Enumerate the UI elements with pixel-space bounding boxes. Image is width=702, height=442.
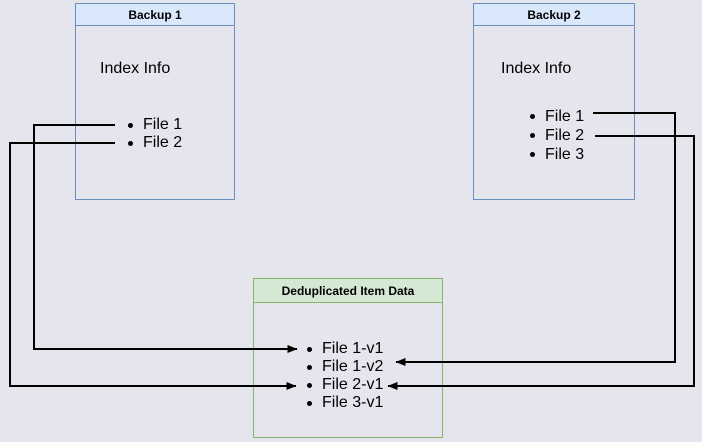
list-item: File 3-v1 [306, 394, 384, 411]
backup2-file-list: File 1 File 2 File 3 [529, 107, 585, 164]
list-item: File 2 [127, 134, 183, 151]
backup2-box: Backup 2 Index Info File 1 File 2 File 3 [473, 3, 635, 200]
backup2-index-info-label: Index Info [501, 60, 572, 77]
list-item: File 2-v1 [306, 376, 384, 393]
backup1-title: Backup 1 [128, 7, 182, 22]
dedup-title-bar: Deduplicated Item Data [254, 279, 442, 303]
backup1-title-bar: Backup 1 [76, 4, 234, 26]
list-item: File 2 [529, 127, 585, 144]
list-item: File 1 [529, 108, 585, 125]
list-item: File 1-v1 [306, 340, 384, 357]
backup2-title-bar: Backup 2 [474, 4, 634, 26]
list-item: File 3 [529, 146, 585, 163]
backup2-title: Backup 2 [527, 7, 581, 22]
backup1-index-info-label: Index Info [100, 60, 171, 77]
list-item: File 1-v2 [306, 358, 384, 375]
dedup-title: Deduplicated Item Data [281, 283, 415, 298]
list-item: File 1 [127, 116, 183, 133]
